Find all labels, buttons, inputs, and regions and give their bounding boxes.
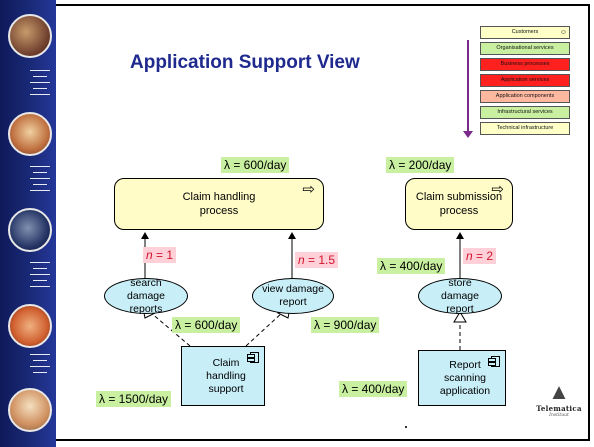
report-scanning-application-component[interactable]: Report scanning application [418, 350, 506, 406]
claim-handling-process-label: Claim handling process [182, 191, 256, 217]
sidebar-line [30, 82, 50, 83]
search-damage-reports-label: search damage reports [127, 276, 165, 315]
layer-stack-item-label: Infrastructural services [497, 109, 553, 115]
claim-handling-support-label: Claim handling support [206, 356, 246, 395]
report-scanning-application-load-label: λ = 400/day [339, 381, 408, 397]
slide-frame [56, 4, 590, 441]
view-damage-report-service[interactable]: view damage report [252, 278, 334, 314]
sidebar-line [30, 190, 50, 191]
sidebar-line [33, 184, 47, 185]
decorative-photo-disc-5 [8, 388, 52, 432]
claim-handling-load-label: λ = 600/day [221, 157, 290, 173]
search-damage-reports-load-label: λ = 600/day [172, 317, 241, 333]
layer-stack-item: Infrastructural services [480, 106, 570, 119]
report-scanning-application-label: Report scanning application [439, 358, 491, 397]
sidebar-line [30, 366, 50, 367]
component-icon [247, 352, 259, 363]
process-arrow-icon: ⇨ [302, 181, 315, 198]
process-arrow-icon: ⇨ [491, 181, 504, 198]
view-damage-report-n-label: n = 1.5 [295, 252, 339, 268]
sidebar-line [33, 360, 47, 361]
sidebar-line [30, 70, 50, 71]
logo-mark-icon: ▲ [548, 379, 570, 404]
claim-handling-support-load-label: λ = 1500/day [96, 391, 172, 407]
stray-dot [405, 426, 407, 428]
layer-stack-item-label: Technical infrastructure [496, 125, 554, 131]
store-damage-report-label: store damage report [441, 276, 479, 315]
sidebar-line [33, 172, 47, 173]
actor-icon: ☺ [559, 29, 567, 36]
sidebar-line [30, 354, 50, 355]
logo-name: Telematica [536, 404, 582, 413]
left-decorative-sidebar [0, 0, 56, 447]
sidebar-line [30, 274, 50, 275]
layer-stack-item-label: Application components [495, 93, 555, 99]
component-icon [488, 356, 500, 367]
sidebar-line [30, 178, 50, 179]
layer-stack-item: Technical infrastructure [480, 122, 570, 135]
logo-subtitle: Instituut [549, 413, 569, 418]
sidebar-line [33, 372, 47, 373]
decorative-photo-disc-3 [8, 208, 52, 252]
claim-submission-process[interactable]: ⇨ Claim submission process [405, 178, 513, 230]
store-damage-report-n-label: n = 2 [463, 248, 497, 264]
sidebar-line [33, 280, 47, 281]
layer-stack-item: Business processes [480, 58, 570, 71]
layer-stack-item-label: Business processes [500, 61, 550, 67]
view-damage-report-label: view damage report [262, 283, 324, 308]
store-damage-report-load-label: λ = 400/day [377, 258, 446, 274]
search-damage-reports-service[interactable]: search damage reports [104, 276, 188, 315]
layer-stack-item-label: Customers [511, 29, 539, 35]
layer-stack-item-label: Organisational services [496, 45, 554, 51]
layer-stack-down-arrow [463, 40, 473, 138]
layer-stack-item: Application components [480, 90, 570, 103]
search-damage-reports-n-label: n = 1 [143, 247, 177, 263]
sidebar-line [33, 76, 47, 77]
view-damage-report-load-label: λ = 900/day [311, 317, 380, 333]
layer-stack-item-label: Application services [500, 77, 550, 83]
sidebar-line [30, 286, 50, 287]
telematica-logo: ▲ Telematica Instituut [534, 379, 584, 419]
layer-stack-item: Customers ☺ [480, 26, 570, 39]
sidebar-line [33, 88, 47, 89]
decorative-photo-disc-4 [8, 304, 52, 348]
layer-stack-item: Application services [480, 74, 570, 87]
sidebar-line [30, 166, 50, 167]
claim-handling-process[interactable]: ⇨ Claim handling process [114, 178, 324, 230]
sidebar-line [30, 262, 50, 263]
store-damage-report-service[interactable]: store damage report [418, 276, 502, 315]
layer-stack-item: Organisational services [480, 42, 570, 55]
claim-submission-process-label: Claim submission process [415, 191, 503, 217]
sidebar-line [30, 94, 50, 95]
sidebar-line [33, 268, 47, 269]
decorative-photo-disc-1 [8, 14, 52, 58]
decorative-photo-disc-2 [8, 112, 52, 156]
claim-handling-support-component[interactable]: Claim handling support [181, 346, 265, 406]
claim-submission-load-label: λ = 200/day [386, 157, 455, 173]
slide-title: Application Support View [130, 52, 360, 73]
